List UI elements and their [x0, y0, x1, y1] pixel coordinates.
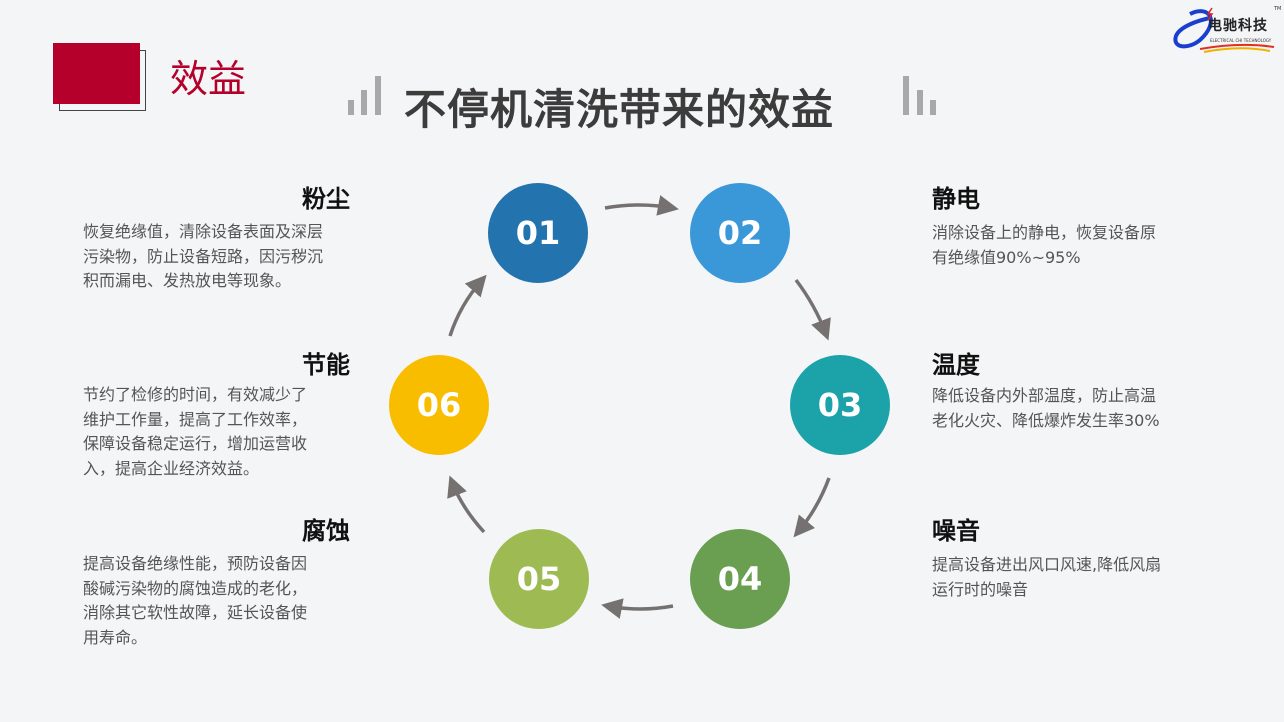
desc-line: 维护工作量，提高了工作效率，	[83, 409, 308, 429]
desc-line: 积而漏电、发热放电等现象。	[83, 271, 292, 290]
step-circle-06: 06	[389, 355, 489, 455]
arrow-01-02	[604, 195, 679, 216]
title-deco-bar	[917, 90, 923, 115]
step-circle-04: 04	[690, 529, 790, 629]
desc-line: 污染物，防止设备短路，因污秽沉	[83, 246, 324, 266]
benefit-title-corrosion: 腐蚀	[302, 517, 350, 545]
title-deco-bar	[375, 76, 381, 115]
step-number: 06	[416, 386, 462, 424]
title-deco-bar	[361, 90, 367, 115]
page-title: 不停机清洗带来的效益	[404, 85, 835, 134]
desc-line: 提高设备绝缘性能，预防设备因	[83, 554, 308, 573]
logo-swoosh-icon	[1173, 7, 1275, 53]
arrow-05-06	[447, 475, 486, 534]
section-marker	[53, 43, 140, 104]
logo-tm: TM	[1274, 6, 1282, 12]
logo-subtext: ELECTRICAL CHI TECHNOLOGY	[1210, 38, 1272, 43]
benefit-title-static: 静电	[932, 185, 980, 213]
arrow-03-04	[793, 477, 831, 538]
desc-line: 有绝缘值90%~95%	[932, 247, 1081, 267]
title-deco-bar	[930, 100, 936, 115]
benefit-desc-static: 消除设备上的静电，恢复设备原有绝缘值90%~95%	[932, 221, 1212, 270]
desc-line: 消除其它软性故障，延长设备使	[83, 603, 308, 622]
company-logo: 电驰科技 ELECTRICAL CHI TECHNOLOGY TM	[1170, 2, 1282, 54]
title-deco-bar	[348, 100, 354, 115]
step-number: 01	[515, 214, 561, 252]
step-circle-03: 03	[790, 355, 890, 455]
benefit-desc-energy: 节约了检修的时间，有效减少了维护工作量，提高了工作效率， 保障设备稳定运行，增加运…	[83, 383, 363, 481]
step-number: 02	[717, 214, 763, 252]
step-circle-05: 05	[489, 529, 589, 629]
desc-line: 消除设备上的静电，恢复设备原	[932, 223, 1157, 242]
desc-line: 用寿命。	[83, 627, 148, 647]
desc-line: 降低设备内外部温度，防止高温	[932, 386, 1157, 405]
benefit-desc-corrosion: 提高设备绝缘性能，预防设备因酸碱污染物的腐蚀造成的老化， 消除其它软性故障，延长设…	[83, 552, 363, 650]
desc-line: 保障设备稳定运行，增加运营收	[83, 434, 308, 453]
desc-line: 提高设备进出风口风速,降低风扇	[932, 555, 1162, 574]
step-circle-01: 01	[488, 183, 588, 283]
title-deco-bar	[903, 76, 909, 115]
desc-line: 入，提高企业经济效益。	[83, 458, 260, 478]
benefit-title-temperature: 温度	[932, 351, 980, 379]
desc-line: 运行时的噪音	[932, 579, 1029, 599]
desc-line: 节约了检修的时间，有效减少了	[83, 385, 308, 404]
benefit-desc-temperature: 降低设备内外部温度，防止高温老化火灾、降低爆炸发生率30%	[932, 384, 1212, 433]
benefit-title-dust: 粉尘	[302, 185, 350, 213]
logo-text: 电驰科技	[1208, 18, 1268, 34]
step-number: 05	[516, 560, 562, 598]
step-number: 03	[817, 386, 863, 424]
desc-line: 恢复绝缘值，清除设备表面及深层	[83, 222, 324, 241]
step-number: 04	[717, 560, 763, 598]
section-label: 效益	[170, 57, 247, 101]
arrow-06-01	[448, 274, 487, 337]
arrow-02-03	[794, 278, 831, 341]
step-circle-02: 02	[690, 183, 790, 283]
benefit-desc-dust: 恢复绝缘值，清除设备表面及深层污染物，防止设备短路，因污秽沉积而漏电、发热放电等…	[83, 220, 363, 294]
benefit-title-noise: 噪音	[932, 517, 980, 545]
arrow-04-05	[601, 598, 674, 619]
desc-line: 酸碱污染物的腐蚀造成的老化，	[83, 578, 308, 598]
desc-line: 老化火灾、降低爆炸发生率30%	[932, 410, 1160, 430]
benefit-desc-noise: 提高设备进出风口风速,降低风扇运行时的噪音	[932, 553, 1212, 602]
benefit-title-energy: 节能	[302, 351, 350, 379]
